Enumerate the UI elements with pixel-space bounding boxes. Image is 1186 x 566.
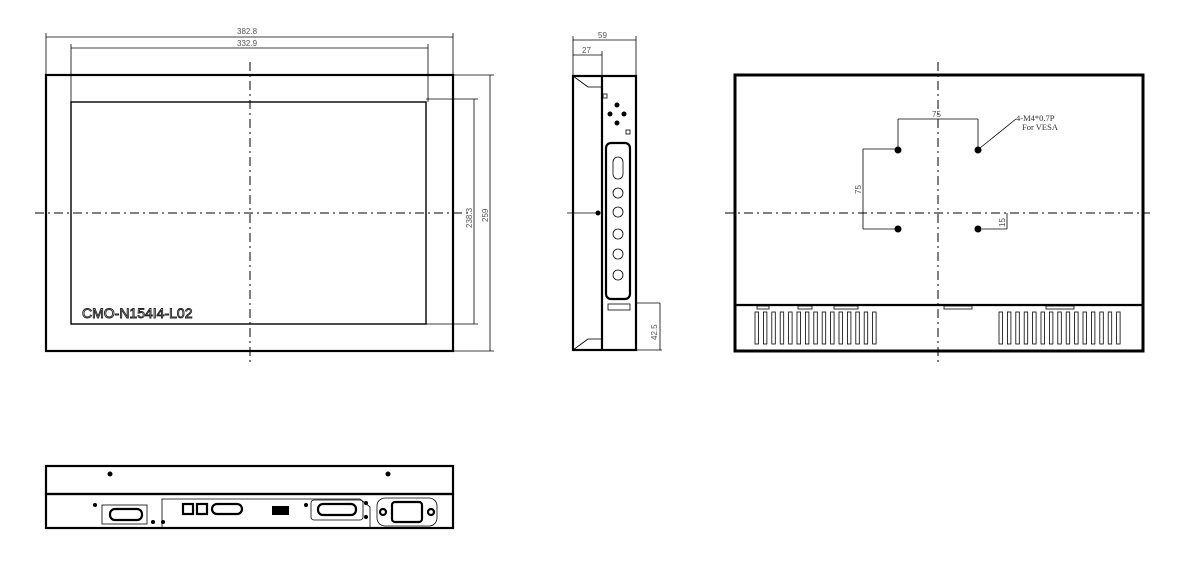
vent-slot: [771, 311, 776, 345]
bottom-view: [44, 464, 455, 530]
vent-slots-right: [998, 311, 1121, 345]
bottom-connector: [607, 303, 631, 311]
dvi-port-icon: [316, 502, 358, 517]
ac-power-inlet-icon: [390, 500, 424, 524]
vent-slot: [863, 311, 869, 345]
vesa-note-line1: 4-M4*0.7P: [1016, 113, 1055, 123]
vent-slot: [1049, 311, 1054, 345]
auto-button-icon: [612, 206, 624, 218]
dimension-overall-width: 382.8: [237, 27, 258, 36]
vent-slot: [1057, 311, 1062, 345]
dimension-bottom-step: 42.5: [650, 324, 659, 340]
vent-slot: [1015, 311, 1020, 345]
vent-slot: [1023, 311, 1029, 345]
vent-slot: [1032, 311, 1037, 345]
vent-slot: [1065, 311, 1071, 345]
vent-slot: [847, 311, 852, 345]
dimension-display-width: 332.9: [237, 39, 258, 48]
vent-slot: [805, 311, 810, 345]
vent-slot: [855, 311, 860, 345]
vent-slot: [754, 311, 759, 345]
dimension-vesa-vertical: 75: [854, 185, 863, 194]
vesa-holes: [894, 146, 982, 233]
model-label: CMO-N154I4-L02: [82, 305, 193, 321]
dimension-vesa-horizontal: 75: [932, 110, 941, 119]
menu-button-icon: [612, 269, 624, 281]
vent-slot: [813, 311, 818, 345]
vent-slot: [872, 311, 877, 345]
vent-slot: [796, 311, 801, 345]
dimension-overall-height: 259: [481, 208, 490, 222]
vent-slot: [1007, 311, 1012, 345]
vent-slot: [821, 311, 827, 345]
io-panel: [161, 498, 371, 529]
osd-buttons: [612, 187, 624, 281]
dimension-overall-depth: 59: [598, 31, 607, 40]
dimension-bezel-depth: 27: [582, 46, 591, 55]
ir-window: [612, 156, 624, 180]
dc-jack-icon: [181, 502, 195, 516]
vent-slot: [1107, 311, 1113, 345]
rear-connectors: [756, 305, 1075, 310]
dimension-display-height: 238.3: [465, 207, 474, 228]
vent-slot: [788, 311, 793, 345]
bottom-bezel: [44, 464, 455, 496]
vent-slot: [998, 311, 1003, 345]
power-inlet-plate: [376, 497, 438, 527]
serial-port-icon: [108, 507, 144, 522]
side-screws: [595, 102, 627, 216]
button-panel: [604, 141, 632, 301]
up-button-icon: [612, 228, 624, 240]
back-view: 75 75 15 4-M4*0.7P For VESA: [725, 62, 1150, 365]
vga-port-icon: [210, 502, 244, 516]
com-port-plate: [101, 504, 148, 525]
vent-slot: [1082, 311, 1087, 345]
side-view: 42.5 59 27: [567, 31, 662, 352]
dimension-offset: 15: [998, 218, 1007, 227]
dvi-plate: [310, 499, 364, 521]
vent-slot: [779, 311, 785, 345]
vent-slot: [830, 311, 835, 345]
power-button-icon: [612, 187, 624, 199]
vent-slot: [763, 311, 768, 345]
vent-slot: [838, 311, 843, 345]
vent-slot: [1091, 311, 1096, 345]
audio-jack-icon: [195, 502, 209, 516]
vent-slot: [1040, 311, 1045, 345]
down-button-icon: [612, 248, 624, 260]
vent-slot: [1116, 311, 1121, 345]
front-view: CMO-N154I4-L02 382.8 332.9 238.3 259: [35, 27, 494, 365]
vent-slot: [1099, 311, 1104, 345]
vent-slots-left: [754, 311, 877, 345]
vent-slot: [1074, 311, 1079, 345]
usb-port-icon: [272, 506, 289, 515]
vesa-note-line2: For VESA: [1022, 122, 1059, 132]
